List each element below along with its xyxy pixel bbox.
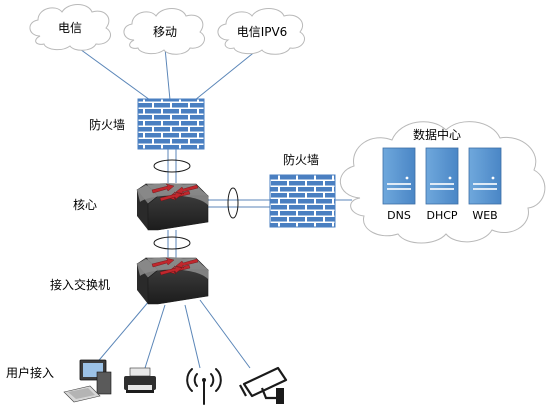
surveillance-camera-icon (239, 366, 288, 404)
cloud-mobile: 移动 (123, 8, 205, 55)
cloud-telecom-ipv6-label: 电信IPV6 (237, 25, 288, 39)
user-access-label: 用户接入 (6, 365, 54, 380)
server-dhcp-icon (425, 147, 459, 205)
cloud-telecom-ipv6: 电信IPV6 (217, 8, 305, 55)
server-web-label: WEB (472, 209, 497, 222)
firewall-right-label: 防火墙 (283, 152, 319, 167)
access-switch-icon (136, 257, 209, 305)
link-telecom-firewall (72, 43, 151, 101)
datacenter-label: 数据中心 (413, 127, 461, 142)
wireless-ap-icon (186, 368, 222, 405)
printer-icon (124, 367, 156, 393)
firewall-right-icon (269, 174, 336, 228)
link-access-printer (144, 304, 166, 369)
core-label: 核心 (73, 198, 97, 212)
cloud-telecom: 电信 (29, 4, 111, 51)
lag-ellipse-right (227, 187, 239, 219)
server-dhcp-label: DHCP (426, 209, 457, 222)
cloud-telecom-label: 电信 (58, 21, 82, 35)
link-ipv6-firewall (194, 45, 263, 101)
lag-ellipse-mid (153, 236, 191, 250)
cloud-mobile-label: 移动 (153, 25, 177, 39)
lag-ellipse-top (153, 159, 191, 173)
server-dns-label: DNS (387, 209, 411, 222)
access-switch-label: 接入交换机 (50, 277, 110, 292)
link-mobile-firewall (164, 47, 171, 101)
server-web-icon (468, 147, 502, 205)
links (72, 43, 352, 369)
link-access-camera (199, 299, 251, 369)
desktop-computer-icon (63, 359, 112, 403)
server-dns-icon (382, 147, 416, 205)
link-access-pc (94, 299, 151, 366)
datacenter-cloud: 数据中心 DNS DHCP WEB (339, 121, 546, 244)
core-switch-icon (136, 183, 209, 231)
firewall-top-icon (137, 98, 205, 150)
link-access-wireless (184, 304, 201, 369)
firewall-top-label: 防火墙 (89, 117, 125, 132)
